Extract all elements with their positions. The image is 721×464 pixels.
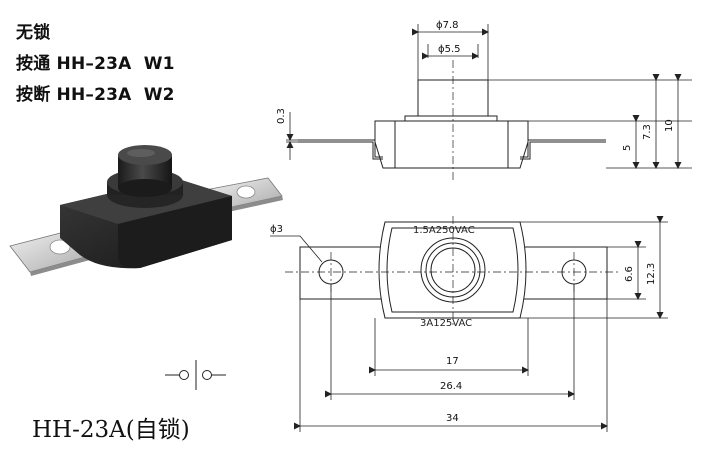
side-view-dimensions: ϕ7.8 ϕ5.5 0.3 5 7.3 10 [276,20,692,169]
product-title: HH-23A(自锁) [32,417,190,443]
body-outline [378,221,527,319]
dim-cap-inner: ϕ5.5 [438,44,461,55]
dim-terminal-thickness: 0.3 [276,108,287,124]
terminal-hole [49,239,71,255]
label-no-lock: 无锁 [16,23,51,43]
rating-top: 1.5A250VAC [413,225,475,236]
terminal-hole [236,185,256,199]
right-terminal-profile [520,139,606,158]
body-profile [374,120,529,169]
left-terminal-profile [298,139,383,158]
dim-hole-span: 26.4 [440,381,462,392]
label-push-off: 按断 HH–23A W2 [16,85,175,105]
rating-bottom: 3A125VAC [420,318,472,329]
dim-width: 17 [446,356,459,367]
dim-button-height: 7.3 [642,124,653,140]
contact-symbol [165,360,226,390]
plan-view-drawing [285,216,620,326]
dim-hole-diameter: ϕ3 [270,224,283,235]
push-button-cap [118,145,172,197]
switch-body [60,178,232,269]
variant-labels: 无锁 按通 HH–23A W1 按断 HH–23A W2 [16,18,175,111]
dim-outer-height: 12.3 [646,263,657,285]
side-view-drawing [298,60,606,180]
dim-body-height: 5 [622,145,633,151]
dim-cap-outer: ϕ7.8 [436,20,459,31]
label-push-on: 按通 HH–23A W1 [16,54,175,74]
dim-total-length: 34 [446,413,459,424]
plan-view-dimensions: ϕ3 17 26.4 34 6.6 12.3 [270,216,668,432]
dim-total-height: 10 [664,119,675,132]
product-illustration [9,145,283,276]
dim-inner-height: 6.6 [624,266,635,282]
